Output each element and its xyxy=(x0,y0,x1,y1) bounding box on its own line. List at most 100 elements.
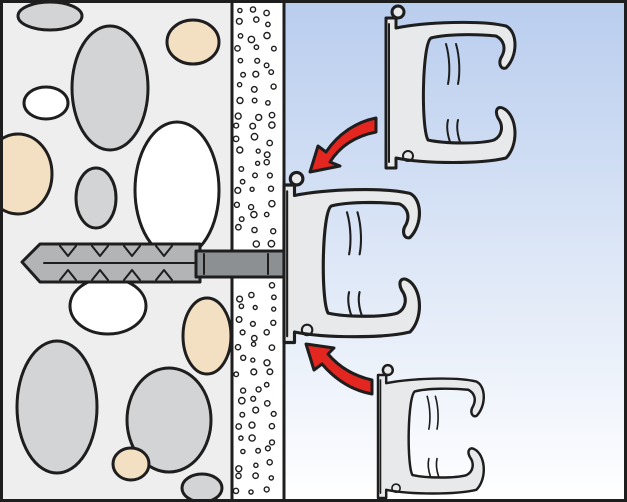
plaster-dot xyxy=(252,304,258,311)
plaster-dot xyxy=(268,422,276,430)
wall-plug-anchor xyxy=(20,242,290,284)
anchor-sleeve xyxy=(194,249,290,279)
plaster-dot xyxy=(253,44,260,51)
plaster-dot xyxy=(236,295,244,303)
plaster-dot xyxy=(235,316,243,324)
plaster-dot xyxy=(248,421,256,429)
plaster-dot xyxy=(250,132,259,141)
plaster-dot xyxy=(239,178,246,185)
plaster-dot xyxy=(237,7,243,14)
plaster-dot xyxy=(250,395,257,402)
plaster-dot xyxy=(240,448,246,455)
plaster-dot xyxy=(263,486,270,493)
plaster-dot xyxy=(252,70,260,78)
plaster-dot xyxy=(239,387,247,394)
plaster-dot xyxy=(249,122,257,130)
plaster-dot xyxy=(255,148,261,154)
plaster-dot xyxy=(236,146,244,154)
plaster-dot xyxy=(250,341,257,348)
plaster-dot xyxy=(267,239,276,248)
plaster-dot xyxy=(255,447,262,454)
stone xyxy=(180,472,224,502)
plaster-dot xyxy=(268,199,276,208)
plaster-dot xyxy=(254,160,261,167)
plaster-dot xyxy=(239,354,247,361)
plaster-dot xyxy=(263,158,271,166)
plaster-dot xyxy=(252,406,260,414)
plaster-dot xyxy=(235,472,242,480)
plaster-dot xyxy=(268,111,276,119)
plaster-dot xyxy=(263,211,270,218)
plaster-dot xyxy=(268,281,276,289)
plaster-dot xyxy=(238,303,245,310)
plaster-dot xyxy=(268,344,276,351)
plaster-dot xyxy=(266,368,274,376)
plaster-dot xyxy=(263,328,271,336)
plaster-dot xyxy=(237,33,244,39)
plaster-dot xyxy=(248,489,254,495)
plaster-dot xyxy=(247,203,255,211)
plaster-dot xyxy=(270,45,277,52)
plaster-dot xyxy=(234,186,242,195)
plaster-dot xyxy=(250,334,258,342)
plaster-dot xyxy=(263,359,271,367)
plaster-dot xyxy=(268,69,275,76)
plaster-dot xyxy=(253,462,259,469)
plaster-dot xyxy=(250,210,258,219)
plaster-dot xyxy=(233,371,240,378)
plaster-dot xyxy=(263,31,271,40)
stone xyxy=(181,296,232,376)
plaster-dot xyxy=(266,458,274,466)
plaster-dot xyxy=(235,423,243,430)
plaster-dot xyxy=(252,16,260,23)
plaster-dot xyxy=(264,21,271,28)
plaster-dot xyxy=(249,6,257,13)
plaster-dot xyxy=(264,100,271,106)
plaster-dot xyxy=(270,227,277,235)
plaster-dot xyxy=(240,71,247,78)
stone xyxy=(111,446,151,482)
stone xyxy=(16,0,84,32)
plaster-dot xyxy=(248,291,255,299)
plaster-dot xyxy=(233,201,241,209)
plaster-dot xyxy=(255,113,263,122)
stone xyxy=(125,366,213,474)
plaster-dot xyxy=(252,240,261,248)
plaster-dot xyxy=(238,435,244,441)
plaster-dot xyxy=(248,434,256,442)
plaster-dot xyxy=(268,439,276,446)
plaster-dot xyxy=(234,112,242,120)
plaster-dot xyxy=(236,81,243,88)
plaster-dot xyxy=(268,475,275,481)
plaster-dot xyxy=(234,343,242,351)
plaster-dot xyxy=(255,386,262,393)
plaster-dot xyxy=(270,294,277,301)
plaster-dot xyxy=(238,216,245,223)
plaster-dot xyxy=(249,320,257,328)
plaster-dot xyxy=(237,57,244,64)
plaster-dot xyxy=(270,319,277,326)
plaster-dot xyxy=(266,172,274,179)
plaster-dot xyxy=(267,185,275,192)
plaster-dot xyxy=(234,45,241,52)
mounting-arrow-bottom xyxy=(304,342,374,396)
plaster-dot xyxy=(233,122,240,129)
plaster-dot xyxy=(263,9,270,17)
stone xyxy=(165,18,221,66)
plaster-dot xyxy=(249,186,255,193)
plaster-dot xyxy=(251,226,258,234)
plaster-dot xyxy=(263,151,271,159)
plaster-dot xyxy=(266,139,274,147)
plaster-dot xyxy=(238,165,245,172)
plaster-dot xyxy=(270,410,277,418)
plaster-dot xyxy=(263,381,270,388)
plaster-dot xyxy=(237,396,246,405)
plaster-dot xyxy=(251,97,258,104)
stone xyxy=(133,120,221,260)
plaster-dot xyxy=(263,62,270,69)
stone xyxy=(22,85,70,121)
stone xyxy=(70,24,150,152)
plaster-dot xyxy=(252,472,260,480)
plaster-dot xyxy=(235,17,243,25)
